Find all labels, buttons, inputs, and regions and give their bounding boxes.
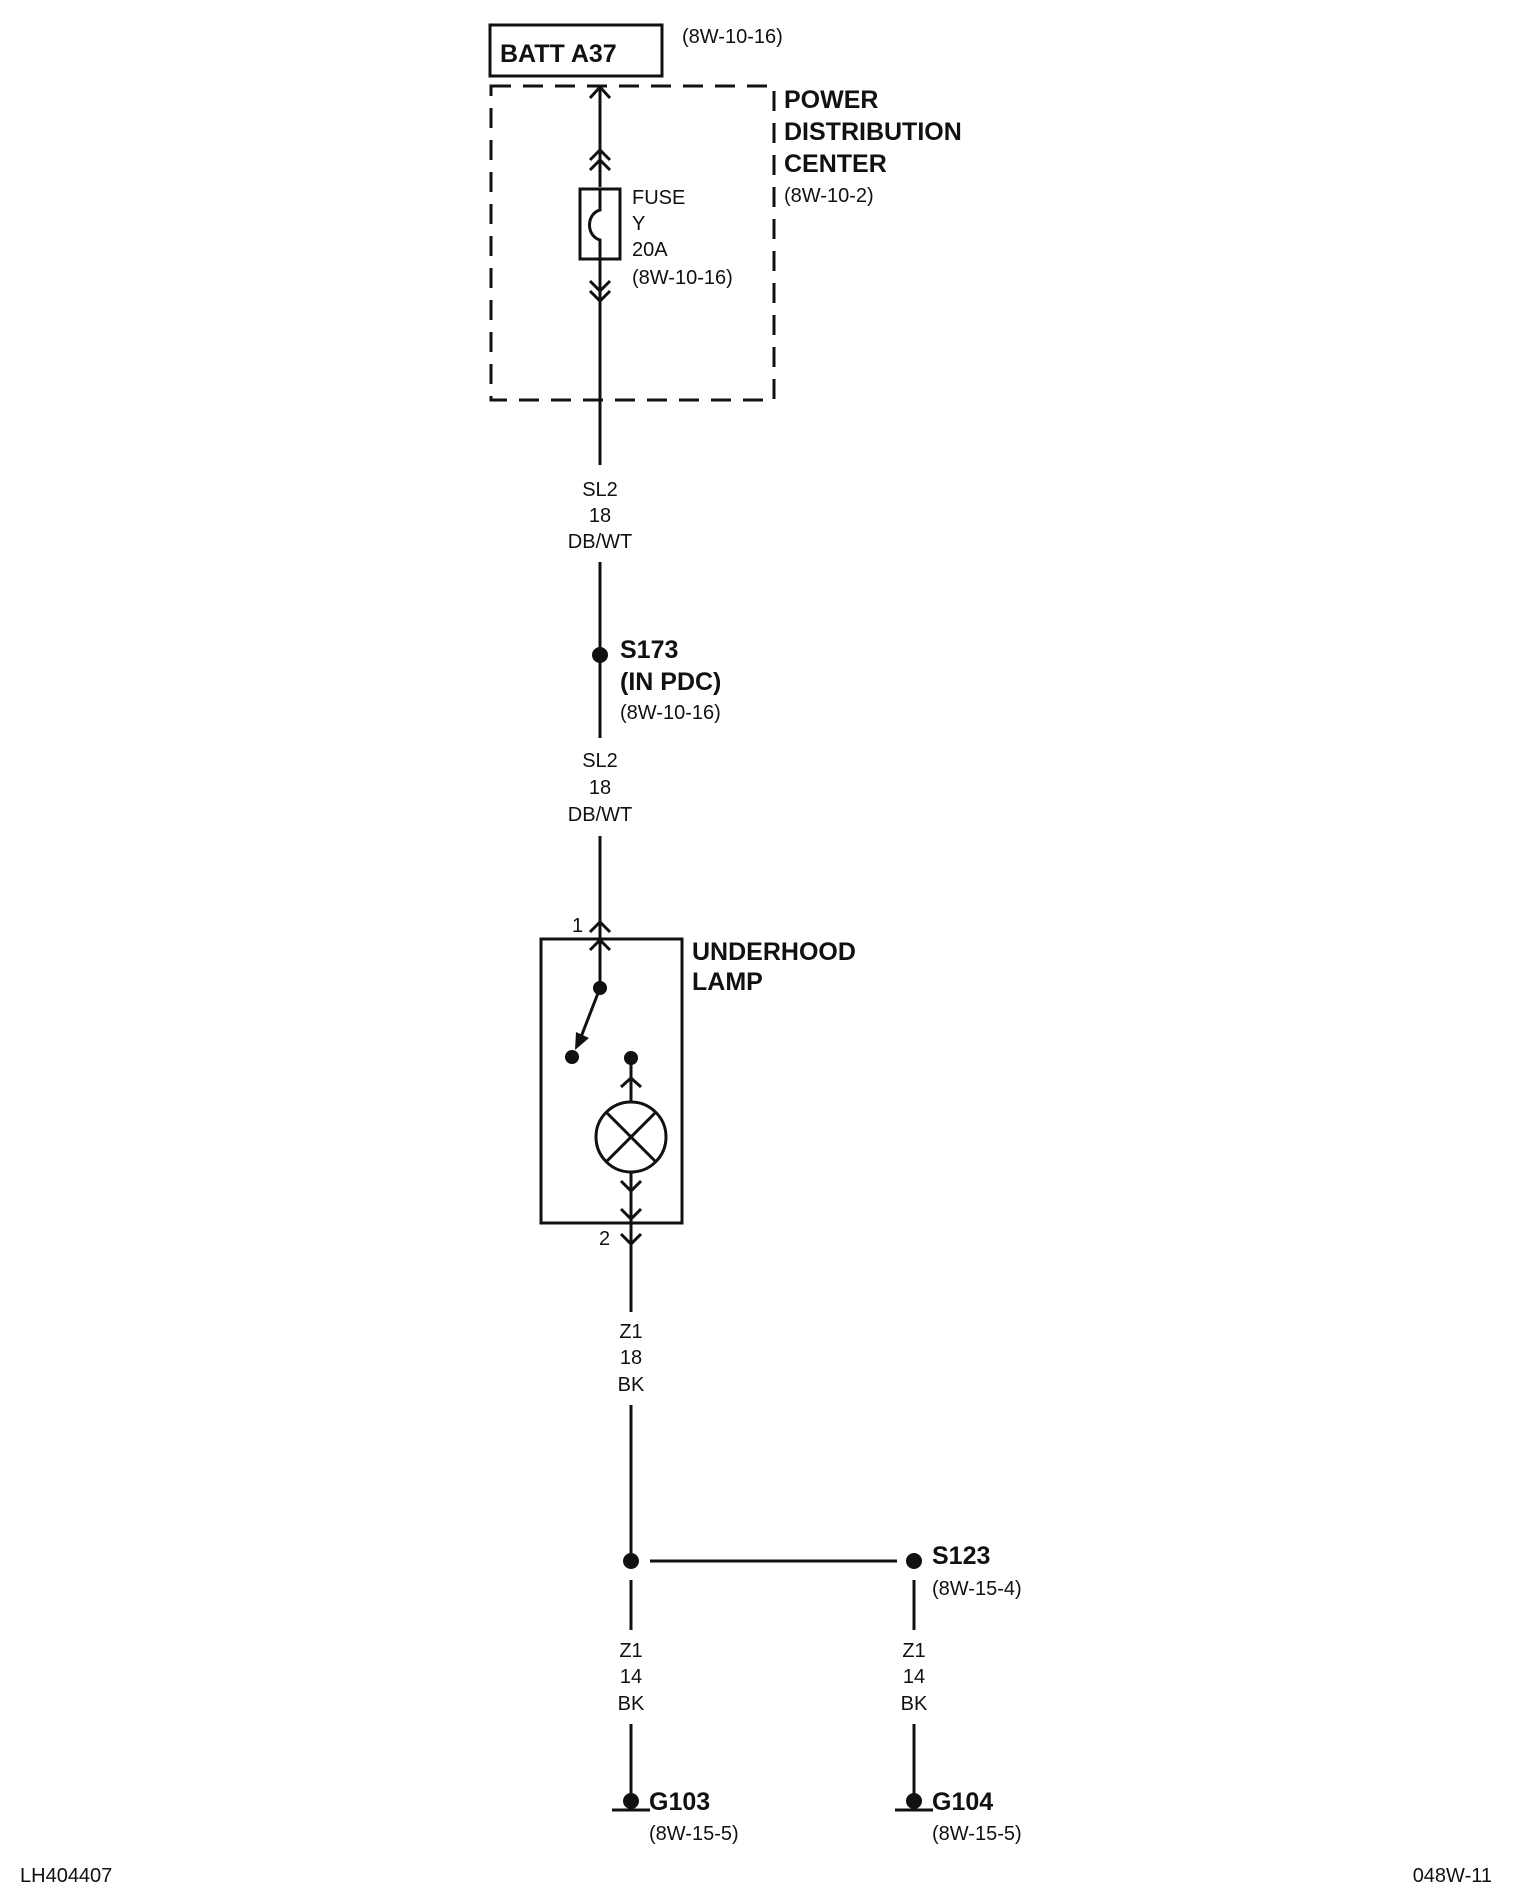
wire-g103-gauge: 14 — [620, 1666, 642, 1688]
fuse-ref: (8W-10-16) — [632, 267, 733, 289]
lamp-pin1-label: 1 — [572, 915, 583, 937]
battery-label: BATT A37 — [500, 40, 617, 68]
wire-lamp-out-circuit: Z1 — [619, 1321, 642, 1343]
connector-arrow-top — [588, 84, 612, 100]
fuse-label: FUSE — [632, 187, 685, 209]
ground-g104-name: G104 — [932, 1788, 993, 1816]
lamp-pin1-chevron — [588, 919, 612, 934]
bulb-out-chevron-1 — [619, 1179, 643, 1194]
wire-mid-color: DB/WT — [568, 804, 632, 826]
ground-g103-name: G103 — [649, 1788, 710, 1816]
splice-s173-ref: (8W-10-16) — [620, 702, 721, 724]
wire-top-color: DB/WT — [568, 531, 632, 553]
lamp-inner-arrow — [588, 937, 612, 952]
bulb-cross-2 — [604, 1110, 658, 1164]
switch-contact-dot — [565, 1050, 579, 1064]
lamp-title-line1: UNDERHOOD — [692, 938, 856, 966]
wire-g104-color: BK — [901, 1693, 928, 1715]
splice-s123-dot — [906, 1553, 922, 1569]
wire-g103-circuit: Z1 — [619, 1640, 642, 1662]
wire-lamp-out-gauge: 18 — [620, 1347, 642, 1369]
footer-left-code: LH404407 — [20, 1865, 112, 1887]
battery-box — [488, 23, 664, 78]
lamp-box — [539, 937, 684, 1225]
wire-g104-circuit: Z1 — [902, 1640, 925, 1662]
wire-g103-color: BK — [618, 1693, 645, 1715]
pdc-dashed-box — [489, 84, 776, 402]
wire-mid-gauge: 18 — [589, 777, 611, 799]
wire-lamp-out-color: BK — [618, 1374, 645, 1396]
ground-g104-dot — [906, 1793, 922, 1809]
fuse-id: Y — [632, 213, 645, 235]
splice-s173-name: S173 — [620, 636, 678, 664]
connector-chevron-top-2 — [588, 157, 612, 172]
wire-g104-gauge: 14 — [903, 1666, 925, 1688]
pdc-title-line1: POWER — [784, 86, 878, 114]
wire-top-circuit: SL2 — [582, 479, 618, 501]
fuse-rating: 20A — [632, 239, 668, 261]
pdc-ref: (8W-10-2) — [784, 185, 874, 207]
splice-s123-name: S123 — [932, 1542, 990, 1570]
ground-g103-ref: (8W-15-5) — [649, 1823, 739, 1845]
pdc-title-line3: CENTER — [784, 150, 887, 178]
ground-g103-dot — [623, 1793, 639, 1809]
lamp-title-line2: LAMP — [692, 968, 763, 996]
wire-mid-circuit: SL2 — [582, 750, 618, 772]
ground-g104-ref: (8W-15-5) — [932, 1823, 1022, 1845]
footer-right-code: 048W-11 — [1413, 1865, 1492, 1887]
switch-blade — [579, 987, 602, 1038]
lamp-pin2-label: 2 — [599, 1228, 610, 1250]
splice-s173-location: (IN PDC) — [620, 668, 721, 696]
wire-top-gauge: 18 — [589, 505, 611, 527]
connector-chevron-top-1 — [588, 147, 612, 162]
junction-dot — [623, 1553, 639, 1569]
switch-blade-tip — [575, 1032, 589, 1050]
pdc-title-line2: DISTRIBUTION — [784, 118, 962, 146]
bulb-out-chevron-2 — [619, 1207, 643, 1222]
splice-s123-ref: (8W-15-4) — [932, 1578, 1022, 1600]
fuse-element — [588, 189, 602, 259]
battery-ref: (8W-10-16) — [682, 26, 783, 48]
